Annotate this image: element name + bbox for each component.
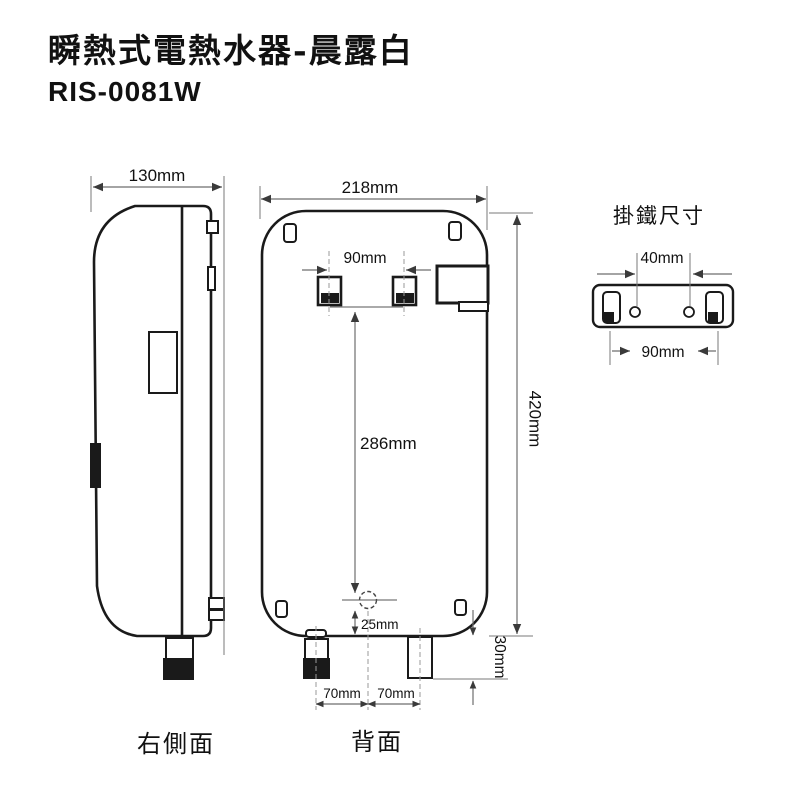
back-view: 218mm 90mm 286mm 25mm bbox=[259, 178, 545, 756]
dim-label-90mm-bracket: 90mm bbox=[641, 344, 684, 361]
bracket-body bbox=[591, 283, 735, 329]
dim-hook-to-drain: 286mm bbox=[330, 306, 417, 593]
back-view-label: 背面 bbox=[351, 729, 403, 756]
dim-pipe-offsets: 70mm 70mm bbox=[315, 686, 421, 708]
back-body-outline bbox=[260, 209, 489, 638]
dim-label-130mm: 130mm bbox=[129, 166, 186, 185]
side-pipe bbox=[165, 637, 194, 660]
side-view: 130mm 右側面 bbox=[90, 166, 225, 758]
back-bottom-slot-right bbox=[454, 599, 467, 616]
dim-label-25mm: 25mm bbox=[361, 617, 399, 632]
bracket-screw-hole-right bbox=[683, 306, 695, 318]
bracket-hook-right bbox=[705, 291, 724, 324]
bracket-screw-hole-left bbox=[629, 306, 641, 318]
dim-back-height: 420mm bbox=[489, 212, 545, 637]
dim-side-width: 130mm bbox=[90, 166, 225, 655]
back-top-slot-right bbox=[448, 221, 462, 241]
dim-label-70mm-left: 70mm bbox=[323, 686, 361, 701]
dim-pipe-length: 30mm bbox=[433, 610, 508, 705]
side-display-window bbox=[148, 331, 178, 394]
side-bottom-fitting-lower bbox=[208, 609, 225, 621]
dim-hook-spacing: 90mm bbox=[302, 250, 431, 275]
dim-label-420mm: 420mm bbox=[526, 391, 545, 448]
dim-label-286mm: 286mm bbox=[360, 434, 417, 453]
side-body-outline bbox=[92, 204, 213, 638]
product-title: 瞬熱式電熱水器-晨露白 bbox=[48, 31, 414, 70]
center-lines bbox=[315, 251, 421, 710]
dim-bracket-hook-spacing: 90mm bbox=[609, 331, 719, 365]
side-top-clip bbox=[206, 220, 219, 234]
bracket-view: 掛鐵尺寸 40mm bbox=[591, 205, 735, 365]
dim-label-90mm-hooks: 90mm bbox=[343, 250, 386, 267]
side-view-label: 右側面 bbox=[137, 731, 215, 758]
bracket-hook-left bbox=[602, 291, 621, 324]
side-edge-bump bbox=[207, 266, 216, 291]
dim-bracket-hole-spacing: 40mm bbox=[597, 250, 732, 306]
dim-label-40mm: 40mm bbox=[640, 250, 683, 267]
dim-label-218mm: 218mm bbox=[342, 178, 399, 197]
model-number: RIS-0081W bbox=[48, 76, 202, 107]
dim-label-30mm: 30mm bbox=[491, 635, 508, 678]
dim-back-width: 218mm bbox=[259, 178, 488, 230]
side-bottom-fitting-upper bbox=[208, 597, 225, 610]
dim-label-70mm-right: 70mm bbox=[377, 686, 415, 701]
back-bottom-slot-left bbox=[275, 600, 288, 618]
back-top-slot-left bbox=[283, 223, 297, 243]
side-power-switch bbox=[90, 443, 101, 488]
back-junction-box-step bbox=[458, 301, 489, 312]
dim-drain-offset: 25mm bbox=[351, 610, 399, 635]
side-pipe-nut bbox=[163, 658, 194, 680]
bracket-title: 掛鐵尺寸 bbox=[613, 205, 705, 228]
back-junction-box bbox=[435, 264, 490, 305]
